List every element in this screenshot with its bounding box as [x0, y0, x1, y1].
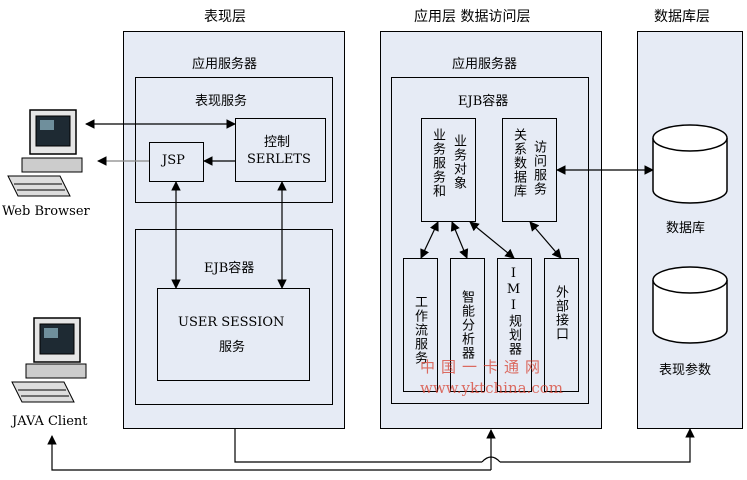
business-services-box [421, 118, 476, 222]
imi-planner-label: IMI规划器 [506, 266, 521, 356]
presentation-service-box [135, 77, 333, 203]
biz-imi-arrow [469, 221, 515, 259]
rdb-external-arrow [529, 221, 562, 259]
presentation-app-server-title: 应用服务器 [192, 57, 258, 72]
app-ejb-title: EJB容器 [458, 94, 509, 109]
biz-workflow-arrow [420, 221, 439, 259]
workflow-label: 工作流服务 [412, 295, 427, 365]
biz-analysis-arrow [450, 221, 469, 259]
web-browser-label: Web Browser [2, 204, 90, 219]
business-services-col2: 业务对象 [451, 134, 466, 190]
user-session-label: USER SESSION [178, 315, 285, 330]
java-client-label: JAVA Client [12, 414, 88, 429]
database-layer-title: 数据库层 [654, 9, 710, 25]
web-browser-computer-icon [7, 109, 83, 197]
rdb-access-col1: 关系数据库 [511, 128, 526, 198]
watermark-line1: 中国一卡通网 [420, 358, 547, 376]
presentation-layer-title: 表现层 [204, 9, 246, 25]
business-services-col1: 业务服务和 [430, 128, 445, 198]
database-layer-panel [637, 31, 743, 429]
control-label: 控制 [264, 135, 291, 150]
presentation-ejb-container [135, 229, 333, 405]
database-cylinder-icon [652, 124, 728, 204]
bottom-connector [234, 429, 482, 463]
jsp-label: JSP [162, 153, 185, 168]
app-data-layer-title: 应用层 数据访问层 [414, 9, 531, 25]
database-label: 数据库 [666, 221, 706, 236]
presentation-ejb-title: EJB容器 [204, 261, 255, 276]
app-ejb-container [391, 77, 589, 404]
user-session-service-label: 服务 [219, 340, 246, 355]
presentation-layer-panel [123, 31, 345, 429]
user-session-box [157, 288, 310, 381]
watermark-line2: www.yktchina.com [420, 379, 563, 397]
servlets-label: SERLETS [247, 152, 311, 167]
external-interface-label: 外部接口 [553, 285, 568, 341]
presentation-service-title: 表现服务 [195, 94, 248, 109]
java-client-connector [47, 435, 491, 471]
rdb-access-col2: 访问服务 [531, 140, 546, 196]
analysis-label: 智能分析器 [459, 290, 474, 360]
params-cylinder-icon [652, 266, 728, 344]
presentation-params-label: 表现参数 [659, 363, 712, 378]
watermark: 中国一卡通网 www.yktchina.com [420, 356, 563, 397]
app-server-title: 应用服务器 [452, 57, 518, 72]
java-client-computer-icon [11, 317, 87, 403]
